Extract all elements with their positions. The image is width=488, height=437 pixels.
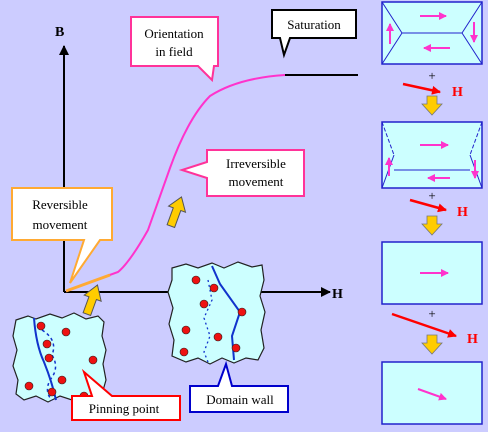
orientation-callout-line1: Orientation <box>144 26 204 41</box>
yellow-step-arrow-1 <box>166 196 187 229</box>
pinning-dot <box>42 339 52 349</box>
irreversible-callout-line2: movement <box>229 174 284 189</box>
domain-grain-right <box>167 261 266 365</box>
pinning-callout-box <box>71 368 181 421</box>
pinning-dot <box>213 332 223 342</box>
magnetization-arrow-rotated <box>417 388 447 401</box>
domain-wall-right-initial <box>203 279 213 363</box>
saturation-callout-box <box>271 9 357 59</box>
pinning-dot <box>47 387 57 397</box>
pinning-dot <box>88 355 98 365</box>
reversible-callout-box <box>11 187 113 284</box>
irreversible-callout-line1: Irreversible <box>226 156 286 171</box>
domain-wall-callout-box <box>189 360 289 413</box>
domain-wall-callout-text: Domain wall <box>206 392 274 407</box>
reversible-callout-line1: Reversible <box>32 197 88 212</box>
saturation-callout-text: Saturation <box>287 17 341 32</box>
orientation-callout-line2: in field <box>155 44 193 59</box>
field-arrow-2 <box>409 198 447 213</box>
field-label-2: H <box>457 205 468 220</box>
pinning-dot <box>237 307 247 317</box>
pinning-dot <box>24 381 34 391</box>
pinning-dot <box>231 343 241 353</box>
stage-4-domain-box <box>381 361 483 425</box>
orientation-callout-box <box>130 16 219 83</box>
pinning-dot <box>181 325 191 335</box>
pinning-dot <box>57 375 67 385</box>
stage-1-domain-box <box>381 1 483 65</box>
field-arrow-1 <box>402 82 441 95</box>
field-arrow-3 <box>391 312 457 338</box>
pinning-dot <box>44 353 54 363</box>
reversible-segment <box>65 273 111 293</box>
pinning-dot <box>179 347 189 357</box>
grain-right-outline <box>167 261 266 365</box>
reversible-callout-line2: movement <box>33 217 88 232</box>
stage-3-domain-box <box>381 241 483 305</box>
step-arrow-1 <box>421 95 443 116</box>
pinning-dot <box>199 299 209 309</box>
pinning-callout-text: Pinning point <box>89 401 160 416</box>
field-label-1: H <box>452 85 463 100</box>
domain-grain-left <box>12 312 107 403</box>
field-label-3: H <box>467 332 478 347</box>
pinning-dot <box>36 321 46 331</box>
pinning-dot <box>209 283 219 293</box>
pinning-dot <box>191 275 201 285</box>
step-arrow-2 <box>421 215 443 236</box>
step-arrow-3 <box>421 334 443 355</box>
plus-sign-1: + <box>428 68 435 83</box>
domain-wall-left-bowed <box>41 329 57 401</box>
pinning-dot <box>61 327 71 337</box>
stage-2-domain-box <box>381 121 483 189</box>
plus-sign-2: + <box>428 188 435 203</box>
y-axis-label: B <box>55 25 64 40</box>
magnetization-curve <box>65 74 286 292</box>
plus-sign-3: + <box>428 306 435 321</box>
x-axis-label: H <box>332 287 343 302</box>
irreversible-callout-box <box>178 149 305 197</box>
yellow-step-arrow-2 <box>82 284 102 317</box>
